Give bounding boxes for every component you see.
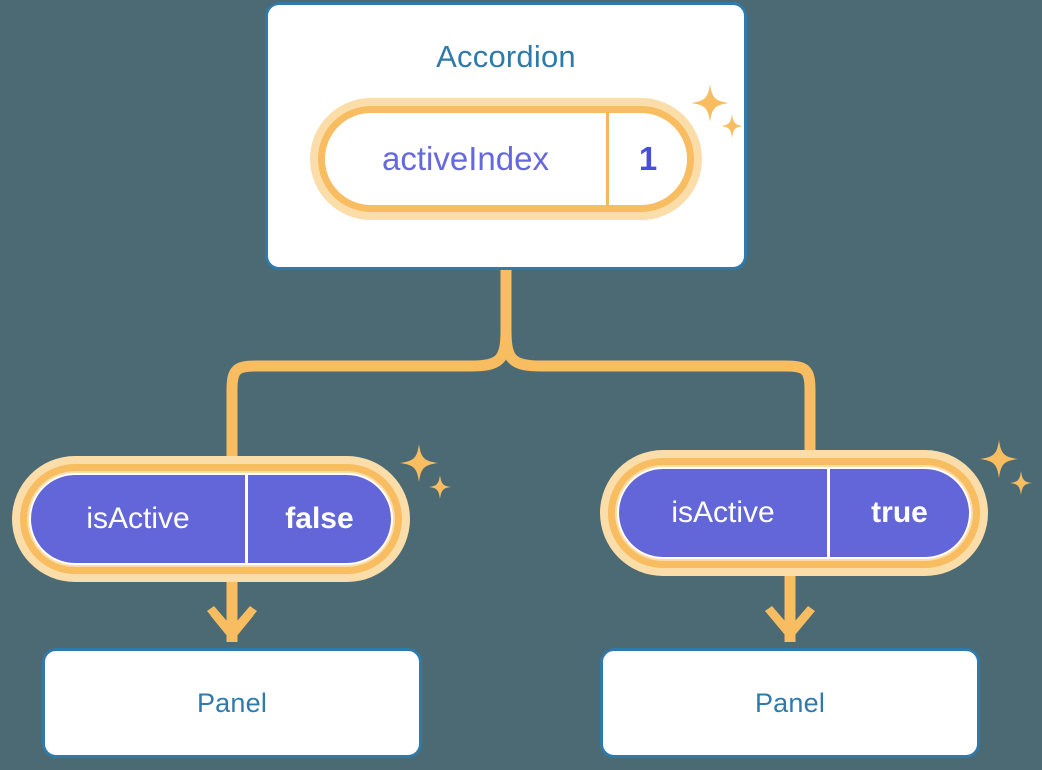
pill-key-label: activeIndex bbox=[325, 113, 609, 205]
pill-solid-ring bbox=[20, 464, 402, 574]
panel-card-left[interactable]: Panel bbox=[42, 648, 422, 758]
pill-solid-ring bbox=[608, 458, 980, 568]
pill-value-label: 1 bbox=[638, 140, 658, 177]
panel-card-right[interactable]: Panel bbox=[600, 648, 980, 758]
arrow-right bbox=[765, 572, 815, 642]
state-pill-isactive-true[interactable]: isActive true bbox=[600, 450, 988, 576]
pill-value-label: false bbox=[285, 502, 354, 535]
connector-branch-left bbox=[226, 329, 512, 456]
pill-value-label: true bbox=[871, 496, 928, 529]
state-pill-isactive-false[interactable]: isActive false bbox=[12, 456, 410, 582]
state-pill-activeindex[interactable]: activeIndex 1 bbox=[310, 98, 702, 220]
panel-title: Panel bbox=[196, 687, 268, 718]
pill-solid-ring bbox=[318, 106, 694, 212]
connector-branch-right bbox=[500, 329, 816, 450]
pill-body: activeIndex 1 bbox=[325, 113, 687, 205]
panel-title: Panel bbox=[754, 687, 826, 718]
pill-key-label: isActive bbox=[619, 469, 830, 557]
pill-key-label: isActive bbox=[31, 475, 248, 563]
pill-body: isActive false bbox=[29, 473, 393, 565]
pill-body: isActive true bbox=[617, 467, 971, 559]
accordion-title: Accordion bbox=[436, 39, 576, 74]
arrow-left bbox=[207, 578, 257, 642]
